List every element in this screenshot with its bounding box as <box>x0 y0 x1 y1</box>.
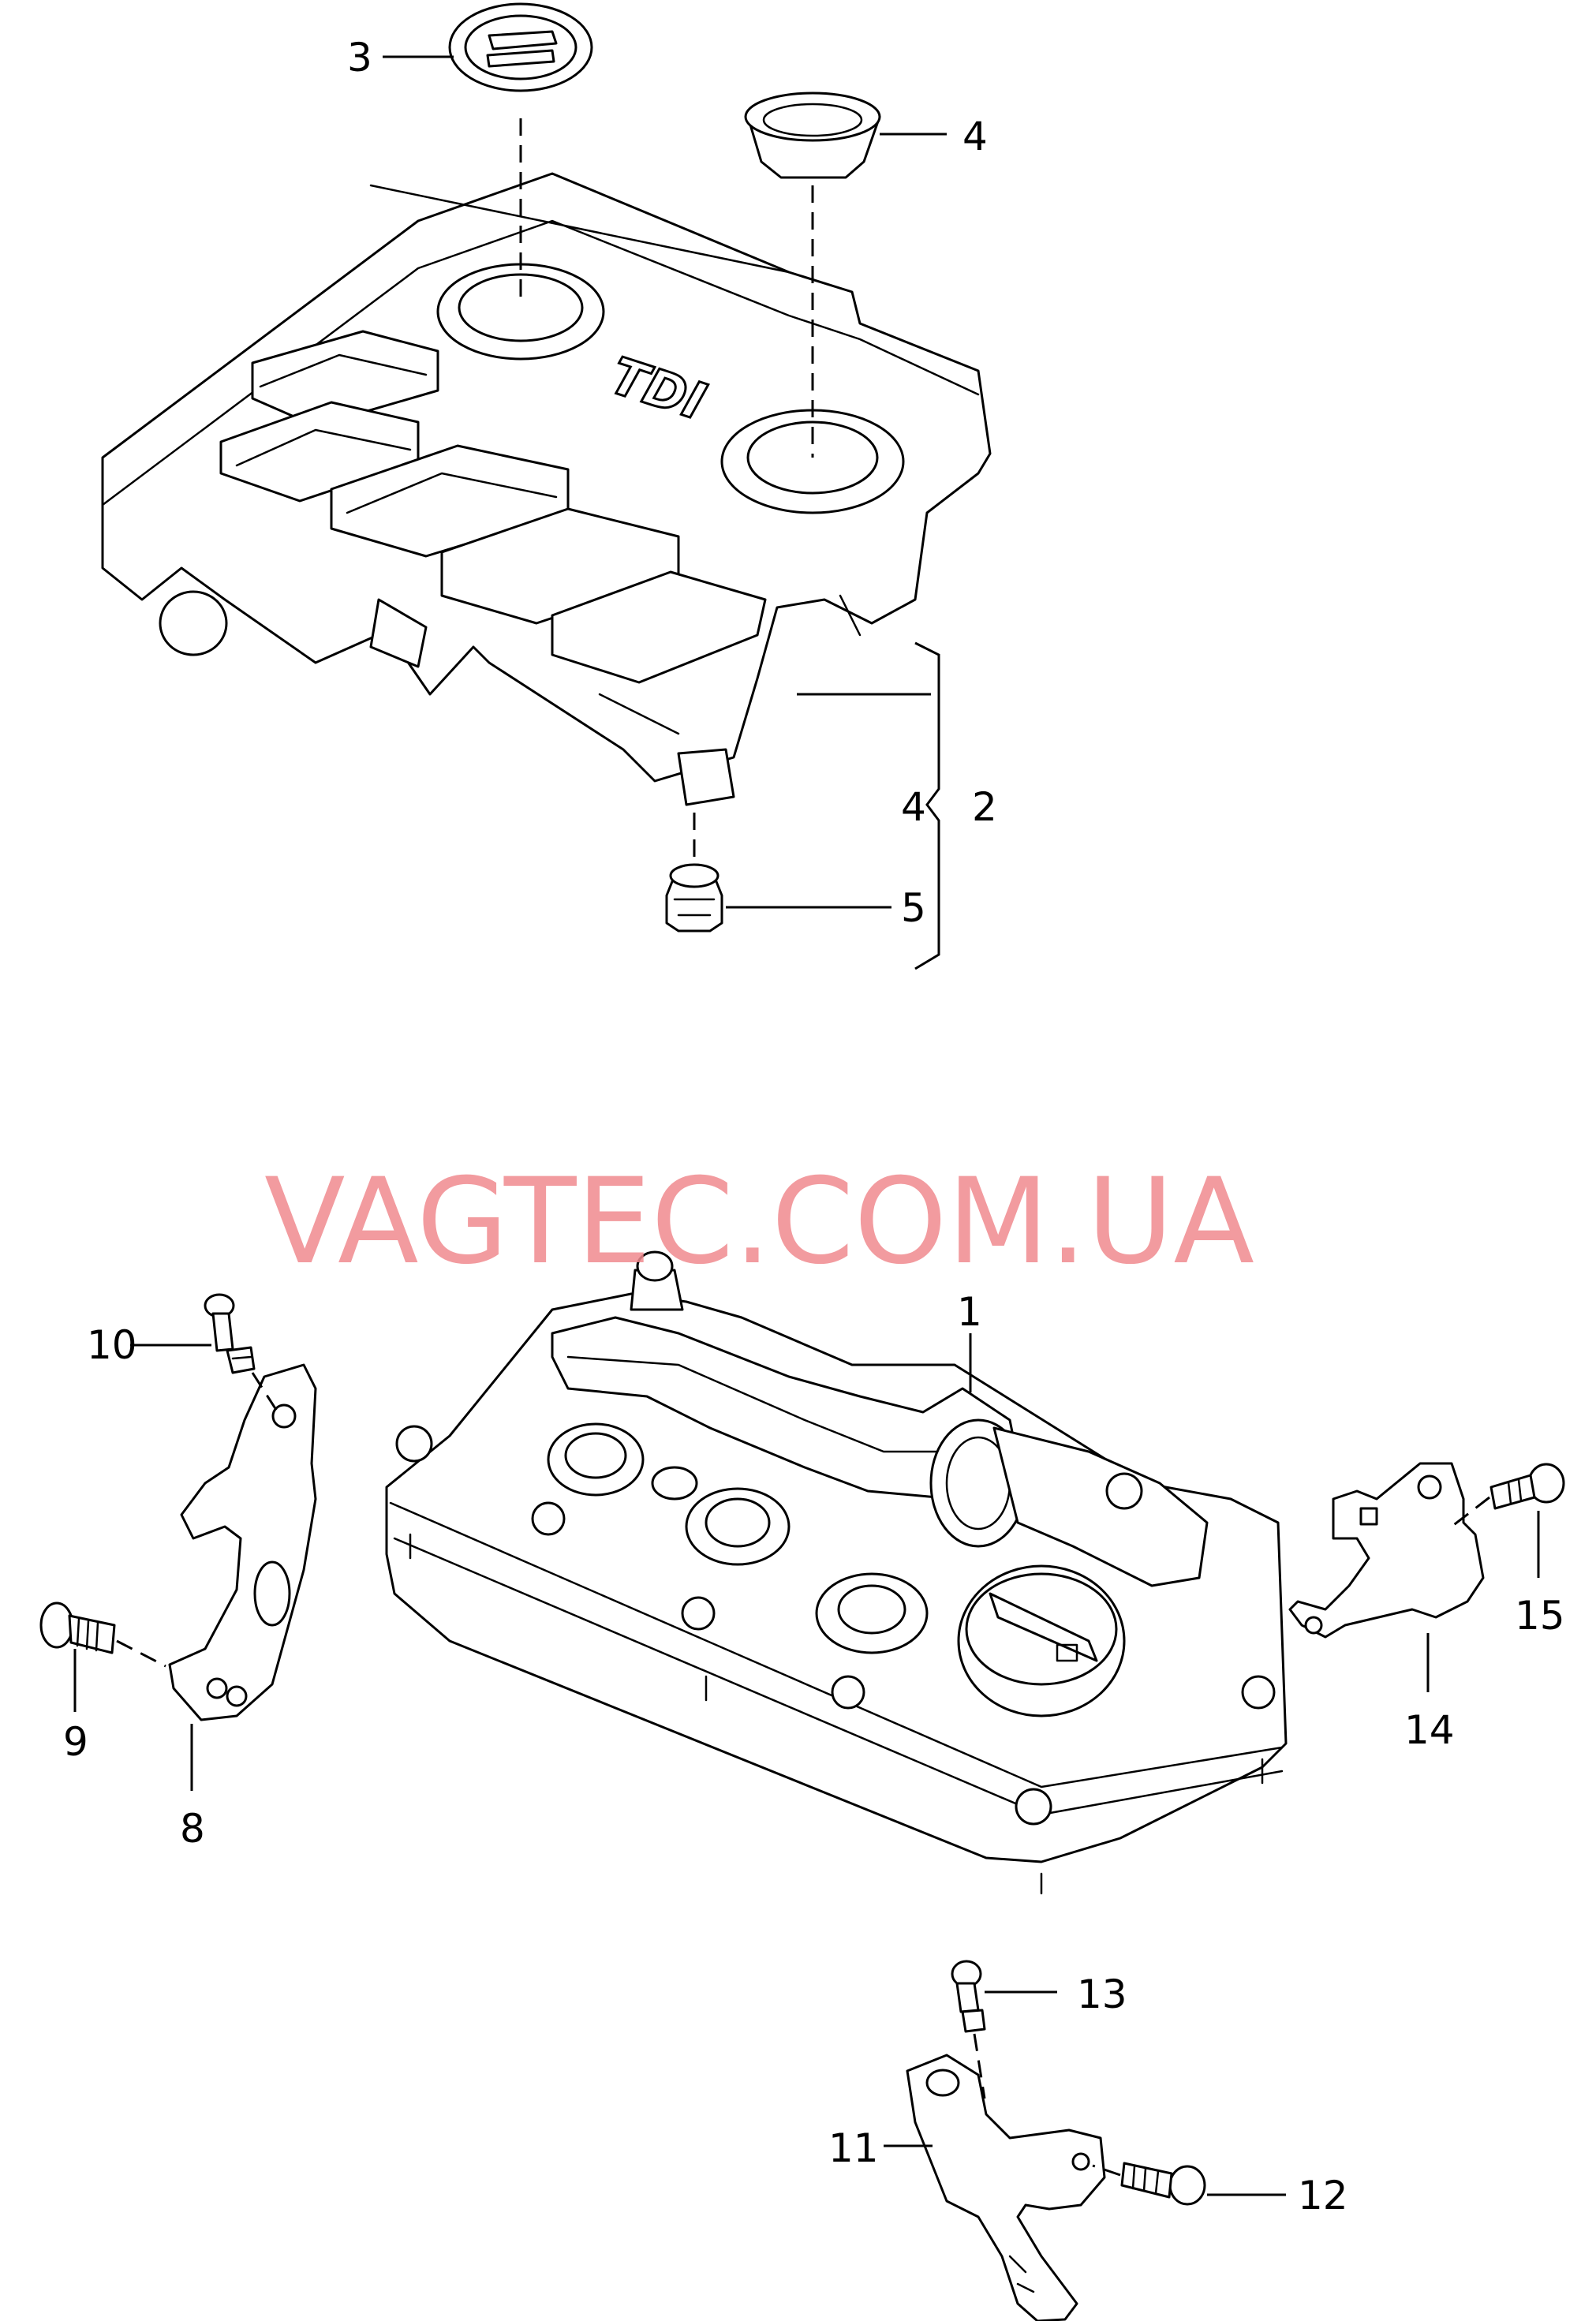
callout-5: 5 <box>901 885 926 931</box>
cylinder-head-cover <box>385 1250 1288 1895</box>
callout-4-top: 4 <box>962 114 988 159</box>
emblem-badge-part-3 <box>448 2 593 92</box>
callout-2: 2 <box>972 784 997 830</box>
bracket-part-14 <box>1288 1462 1485 1639</box>
callout-8: 8 <box>180 1806 205 1852</box>
callout-4-bracket: 4 <box>901 784 926 830</box>
callout-9: 9 <box>63 1719 88 1765</box>
stud-part-10 <box>204 1293 256 1374</box>
callout-11: 11 <box>828 2125 879 2171</box>
engine-cover: TDI <box>101 172 992 806</box>
grommet-part-5 <box>665 863 723 933</box>
callout-1: 1 <box>957 1289 982 1335</box>
bolt-part-12 <box>1120 2162 1206 2206</box>
callout-13: 13 <box>1077 1972 1127 2017</box>
bracket-part-11 <box>906 2054 1106 2321</box>
bolt-part-9 <box>39 1602 116 1654</box>
watermark: VAGTEC.COM.UA <box>264 1153 1254 1291</box>
callout-3: 3 <box>347 35 372 80</box>
callout-10: 10 <box>87 1322 137 1368</box>
callout-15: 15 <box>1515 1593 1565 1639</box>
bracket-part-2 <box>914 641 940 970</box>
callout-12: 12 <box>1298 2173 1348 2218</box>
callout-14: 14 <box>1404 1707 1455 1753</box>
stud-part-13 <box>951 1960 986 2033</box>
bolt-part-15 <box>1489 1463 1565 1510</box>
bracket-part-8 <box>168 1363 317 1721</box>
rubber-grommet-part-4 <box>744 92 881 179</box>
